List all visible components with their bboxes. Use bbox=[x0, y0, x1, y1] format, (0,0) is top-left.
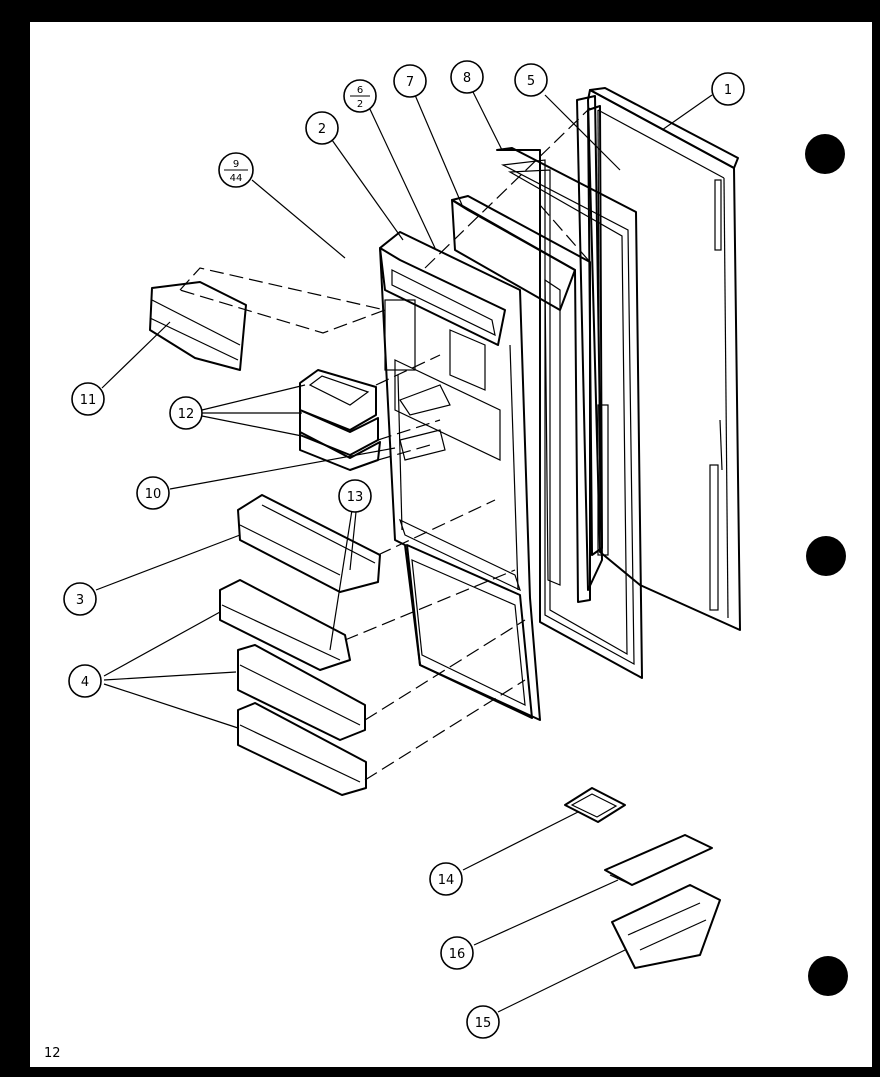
part-ice-bucket bbox=[611, 884, 721, 969]
binder-hole-top bbox=[805, 134, 845, 174]
part-breaker-strip bbox=[451, 195, 591, 603]
callout-3: 3 bbox=[63, 582, 97, 616]
callout-denominator: 2 bbox=[357, 99, 363, 110]
assembly-dashed-lines bbox=[179, 107, 591, 781]
part-door-outer-panel bbox=[587, 87, 741, 631]
callout-numerator: 9 bbox=[233, 159, 239, 170]
callout-1: 1 bbox=[711, 72, 745, 106]
part-door-gasket bbox=[496, 147, 643, 679]
part-door-shelf-1 bbox=[219, 579, 351, 671]
callout-11: 11 bbox=[71, 382, 105, 416]
callout-label: 7 bbox=[406, 75, 414, 90]
callout-14: 14 bbox=[429, 862, 463, 896]
binder-hole-bottom bbox=[808, 956, 848, 996]
callout-label: 8 bbox=[463, 71, 471, 86]
part-can-rack bbox=[237, 494, 381, 593]
callout-5: 5 bbox=[514, 63, 548, 97]
callout-label: 1 bbox=[724, 83, 732, 98]
callout-label: 5 bbox=[527, 74, 535, 89]
callout-label: 11 bbox=[80, 393, 97, 408]
callout-numerator: 6 bbox=[357, 85, 363, 96]
callout-label: 13 bbox=[347, 490, 364, 505]
part-storage-containers bbox=[299, 369, 381, 471]
callout-label: 3 bbox=[76, 593, 84, 608]
callout-6-2: 6 2 bbox=[343, 79, 377, 113]
callout-15: 15 bbox=[466, 1005, 500, 1039]
part-door-shelf-2 bbox=[237, 644, 366, 741]
callout-8: 8 bbox=[450, 60, 484, 94]
callout-label: 16 bbox=[449, 947, 466, 962]
callout-label: 10 bbox=[145, 487, 162, 502]
callout-13: 13 bbox=[338, 479, 372, 513]
part-inner-panel bbox=[576, 95, 609, 591]
callout-9-44: 9 44 bbox=[218, 152, 254, 188]
callout-12: 12 bbox=[169, 396, 203, 430]
part-door-liner bbox=[379, 231, 541, 721]
callout-label: 4 bbox=[81, 675, 89, 690]
part-door-shelf-3 bbox=[237, 702, 367, 796]
callout-label: 14 bbox=[438, 873, 455, 888]
callout-16: 16 bbox=[440, 936, 474, 970]
callout-10: 10 bbox=[136, 476, 170, 510]
callout-7: 7 bbox=[393, 64, 427, 98]
part-small-tray bbox=[564, 787, 626, 823]
callout-label: 15 bbox=[475, 1016, 492, 1031]
leader-lines bbox=[95, 91, 713, 1013]
part-dairy-door bbox=[149, 281, 247, 371]
page-number: 12 bbox=[44, 1046, 61, 1061]
binder-hole-middle bbox=[806, 536, 846, 576]
callout-2: 2 bbox=[305, 111, 339, 145]
part-ice-tray bbox=[604, 834, 713, 886]
callout-label: 2 bbox=[318, 122, 326, 137]
callout-label: 12 bbox=[178, 407, 195, 422]
callout-4: 4 bbox=[68, 664, 102, 698]
callout-denominator: 44 bbox=[230, 173, 243, 184]
